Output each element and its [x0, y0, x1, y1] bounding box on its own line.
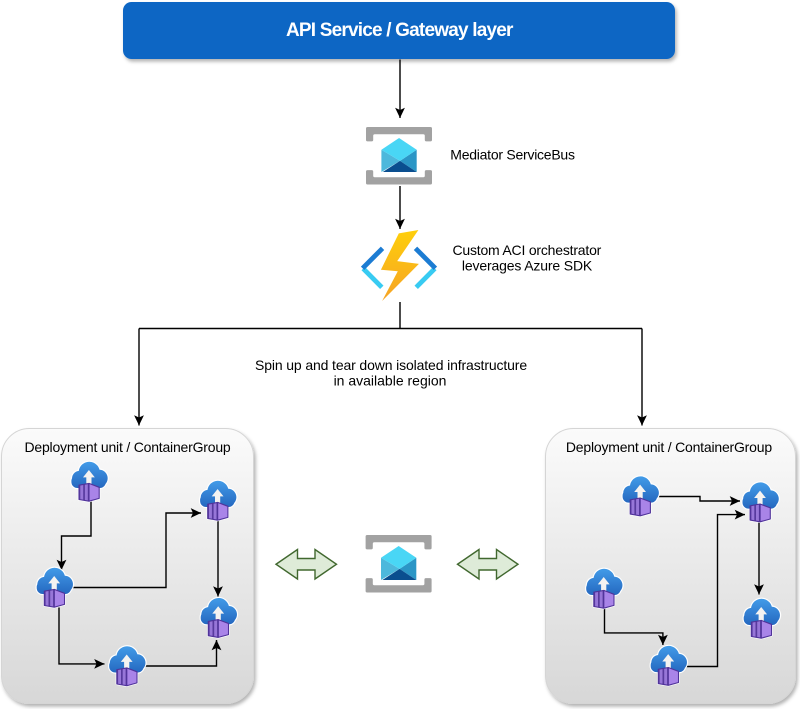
- svg-text:Deployment unit / ContainerGro: Deployment unit / ContainerGroup: [566, 439, 772, 455]
- svg-text:Spin up and tear down isolated: Spin up and tear down isolated infrastru…: [255, 357, 527, 373]
- svg-text:leverages Azure SDK: leverages Azure SDK: [462, 258, 593, 274]
- svg-text:in available region: in available region: [334, 372, 447, 388]
- svg-text:Mediator ServiceBus: Mediator ServiceBus: [450, 147, 575, 163]
- svg-text:API Service / Gateway layer: API Service / Gateway layer: [286, 20, 514, 41]
- svg-text:Deployment unit / ContainerGro: Deployment unit / ContainerGroup: [24, 439, 230, 455]
- svg-text:Custom ACI orchestrator: Custom ACI orchestrator: [452, 242, 601, 258]
